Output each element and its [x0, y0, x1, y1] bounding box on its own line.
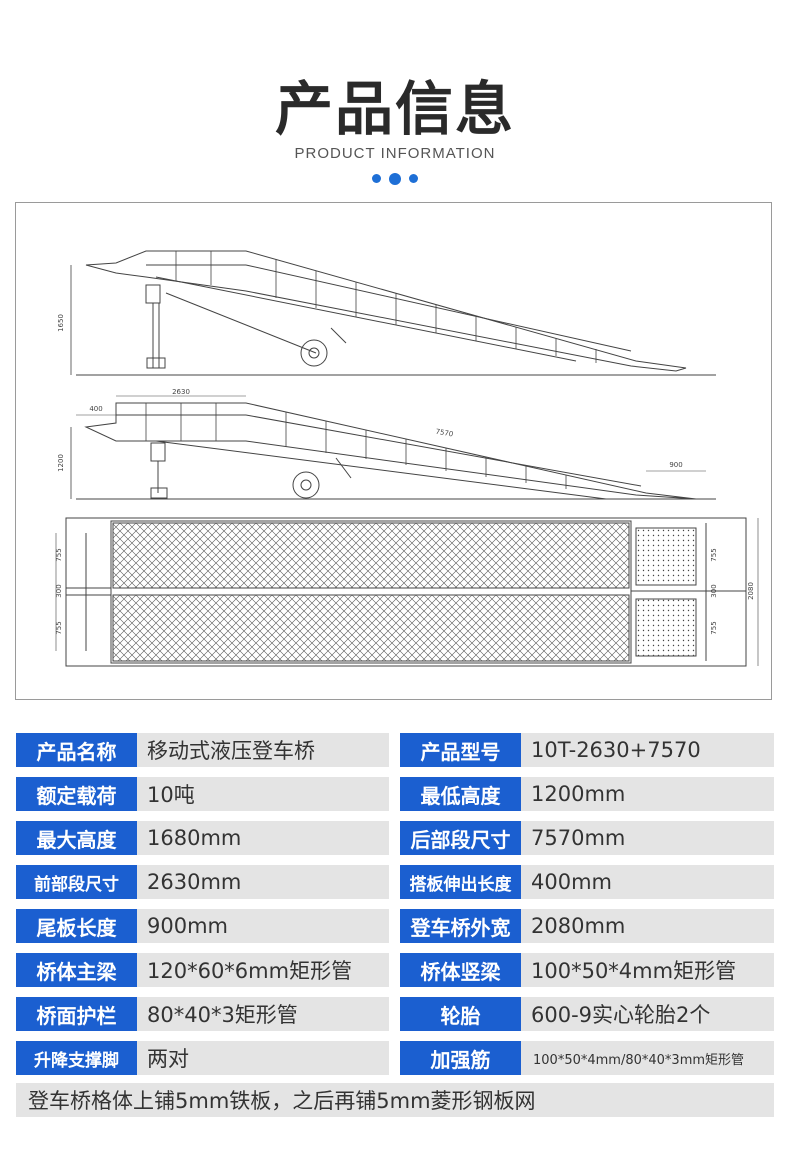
spec-label: 前部段尺寸 [16, 865, 137, 899]
spec-value: 7570mm [521, 821, 774, 855]
dim-label: 400 [89, 405, 102, 413]
spec-value: 900mm [137, 909, 389, 943]
spec-table: 产品名称 移动式液压登车桥 产品型号 10T-2630+7570 额定载荷 10… [16, 733, 774, 1085]
spec-value: 两对 [137, 1041, 389, 1075]
footer-note: 登车桥格体上铺5mm铁板，之后再铺5mm菱形钢板网 [16, 1083, 774, 1117]
spec-value: 10T-2630+7570 [521, 733, 774, 767]
spec-row: 桥面护栏 80*40*3矩形管 轮胎 600-9实心轮胎2个 [16, 997, 774, 1031]
spec-label: 最低高度 [400, 777, 521, 811]
spec-label: 产品型号 [400, 733, 521, 767]
spec-row: 额定载荷 10吨 最低高度 1200mm [16, 777, 774, 811]
spec-label: 桥体竖梁 [400, 953, 521, 987]
spec-label: 桥面护栏 [16, 997, 137, 1031]
dot-icon [389, 172, 401, 185]
spec-value: 1200mm [521, 777, 774, 811]
spec-label: 搭板伸出长度 [400, 865, 521, 899]
spec-value: 2630mm [137, 865, 389, 899]
dim-label: 900 [669, 461, 682, 469]
dim-label: 2630 [172, 388, 190, 396]
spec-row: 升降支撑脚 两对 加强筋 100*50*4mm/80*40*3mm矩形管 [16, 1041, 774, 1075]
spec-value: 120*60*6mm矩形管 [137, 953, 389, 987]
spec-label: 产品名称 [16, 733, 137, 767]
decorative-dots [0, 168, 790, 187]
spec-value: 移动式液压登车桥 [137, 733, 389, 767]
spec-label: 后部段尺寸 [400, 821, 521, 855]
spec-label: 最大高度 [16, 821, 137, 855]
spec-label: 额定载荷 [16, 777, 137, 811]
spec-row: 桥体主梁 120*60*6mm矩形管 桥体竖梁 100*50*4mm矩形管 [16, 953, 774, 987]
plan-view [55, 517, 759, 667]
side-view-raised [70, 250, 716, 376]
dim-label: 755 [710, 548, 718, 561]
dim-label: 1200 [57, 454, 65, 472]
spec-value: 600-9实心轮胎2个 [521, 997, 774, 1031]
dim-label: 755 [710, 621, 718, 634]
technical-drawing: 1650 26 [15, 202, 772, 700]
spec-row: 最大高度 1680mm 后部段尺寸 7570mm [16, 821, 774, 855]
spec-value: 10吨 [137, 777, 389, 811]
side-view-lowered [70, 395, 716, 500]
dim-label: 300 [710, 584, 718, 597]
spec-label: 桥体主梁 [16, 953, 137, 987]
spec-label: 升降支撑脚 [16, 1041, 137, 1075]
dot-icon [409, 174, 418, 183]
spec-label: 登车桥外宽 [400, 909, 521, 943]
dim-label: 300 [55, 584, 63, 597]
spec-value: 80*40*3矩形管 [137, 997, 389, 1031]
page-title: 产品信息 [274, 75, 515, 143]
page-subtitle: PRODUCT INFORMATION [294, 145, 496, 162]
spec-row: 产品名称 移动式液压登车桥 产品型号 10T-2630+7570 [16, 733, 774, 767]
spec-value: 2080mm [521, 909, 774, 943]
spec-value: 400mm [521, 865, 774, 899]
dim-label: 1650 [57, 314, 65, 332]
dim-label: 755 [55, 621, 63, 634]
dock-ramp-drawing: 1650 26 [55, 250, 759, 667]
spec-label: 尾板长度 [16, 909, 137, 943]
spec-value: 1680mm [137, 821, 389, 855]
dot-icon [372, 174, 381, 183]
spec-value: 100*50*4mm矩形管 [521, 953, 774, 987]
spec-value: 100*50*4mm/80*40*3mm矩形管 [521, 1041, 774, 1075]
dim-label: 2080 [747, 582, 755, 600]
spec-label: 加强筋 [400, 1041, 521, 1075]
dim-label: 755 [55, 548, 63, 561]
dim-label: 7570 [435, 428, 454, 439]
spec-label: 轮胎 [400, 997, 521, 1031]
spec-row: 前部段尺寸 2630mm 搭板伸出长度 400mm [16, 865, 774, 899]
spec-row: 尾板长度 900mm 登车桥外宽 2080mm [16, 909, 774, 943]
